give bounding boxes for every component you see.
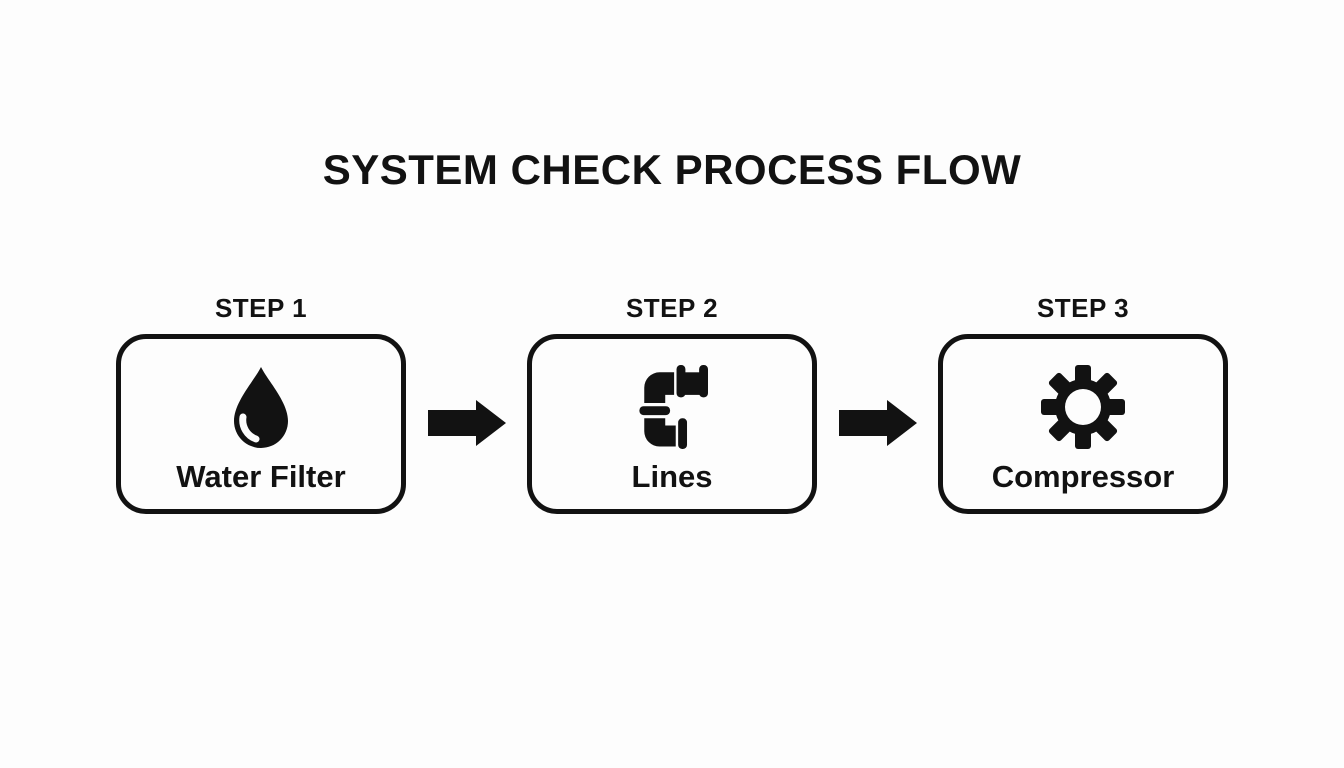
step-name: Water Filter bbox=[176, 459, 346, 494]
step-card-compressor: Compressor bbox=[938, 334, 1228, 514]
connector-2 bbox=[817, 292, 938, 448]
step-card-water-filter: Water Filter bbox=[116, 334, 406, 514]
step-label: STEP 2 bbox=[625, 293, 719, 323]
arrow-right-icon bbox=[838, 398, 917, 448]
flow-diagram: STEP 1 Water Filter STEP 2 bbox=[0, 292, 1344, 514]
step-name: Compressor bbox=[991, 459, 1175, 494]
gear-icon bbox=[1041, 364, 1125, 450]
arrow-right-icon bbox=[427, 398, 506, 448]
step-card-lines: Lines bbox=[527, 334, 817, 514]
step-label: STEP 1 bbox=[214, 293, 308, 323]
connector-1 bbox=[406, 292, 527, 448]
step-column-compressor: STEP 3 bbox=[938, 292, 1228, 514]
step-name: Lines bbox=[631, 459, 713, 494]
step-column-water-filter: STEP 1 Water Filter bbox=[116, 292, 406, 514]
pipe-icon bbox=[637, 364, 708, 450]
step-column-lines: STEP 2 bbox=[527, 292, 817, 514]
page-title: SYSTEM CHECK PROCESS FLOW bbox=[322, 146, 1022, 193]
water-drop-icon bbox=[230, 364, 292, 450]
step-label: STEP 3 bbox=[1036, 293, 1130, 323]
